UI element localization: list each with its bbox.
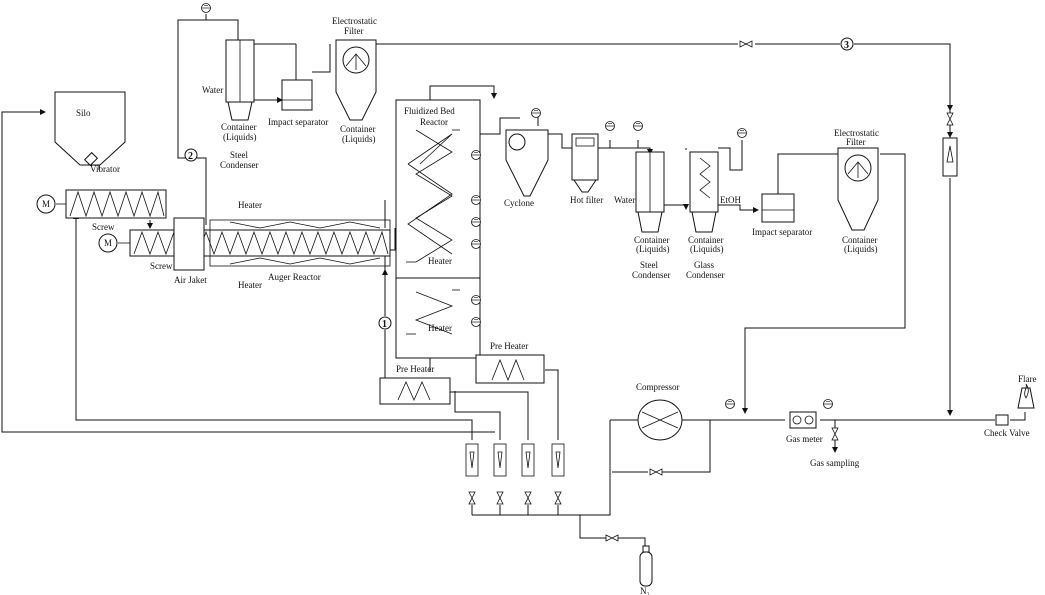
container-top-1b: (Liquids) xyxy=(223,132,257,142)
silo xyxy=(54,91,126,167)
container-top-2a: Container xyxy=(340,124,376,134)
fb-label-1: Fluidized Bed xyxy=(404,106,455,116)
container-steel-b: (Liquids) xyxy=(636,244,670,254)
container-top-1a: Container xyxy=(221,122,257,132)
condenser-label-top: Condenser xyxy=(220,160,259,170)
hot-filter xyxy=(571,121,643,193)
check-valve-label: Check Valve xyxy=(984,428,1030,438)
impact-sep-label-top: Impact separator xyxy=(268,117,328,127)
rotameters xyxy=(465,443,619,542)
container-right-a: Container xyxy=(842,235,878,245)
es-label-right-1: Electrostatic xyxy=(834,128,879,138)
heater-label-top: Heater xyxy=(238,200,262,210)
glass-condenser xyxy=(689,128,747,233)
fb-heater-2: Heater xyxy=(428,323,452,333)
motor-label-2: M xyxy=(104,238,112,248)
hot-filter-label: Hot filter xyxy=(570,195,603,205)
steel-label-top: Steel xyxy=(230,150,248,160)
flare xyxy=(995,383,1035,426)
steel-condenser-right xyxy=(635,151,665,233)
etoh-label: EtOH xyxy=(720,195,741,205)
silo-label: Silo xyxy=(76,108,91,118)
es-label-top-2: Filter xyxy=(344,26,364,36)
fluidized-bed-reactor xyxy=(395,99,481,359)
water-label-1: Water xyxy=(202,85,223,95)
container-right-b: (Liquids) xyxy=(844,244,878,254)
stream-2-label: 2 xyxy=(188,151,193,162)
fb-label-2: Reactor xyxy=(420,117,448,127)
screw-label-2: Screw xyxy=(150,261,173,271)
nitrogen-label: N₂ xyxy=(640,586,650,595)
piping xyxy=(1,14,1026,548)
stream-markers xyxy=(184,37,854,330)
gas-meter-label: Gas meter xyxy=(786,434,823,444)
compressor-label: Compressor xyxy=(636,382,680,392)
fb-heater-1: Heater xyxy=(428,256,452,266)
stream-3-label: 3 xyxy=(844,40,849,51)
flow-meter-right xyxy=(739,40,958,177)
stream-labels: 1 2 3 xyxy=(188,40,849,330)
motor-label-1: M xyxy=(42,199,50,209)
feed-screw xyxy=(36,189,167,219)
glass-label: Glass xyxy=(694,260,714,270)
steel-label-right: Steel xyxy=(640,260,658,270)
flare-label: Flare xyxy=(1018,374,1037,384)
container-glass-a: Container xyxy=(688,235,724,245)
water-label-2: Water xyxy=(614,195,635,205)
air-jacket-label: Air Jaket xyxy=(174,275,207,285)
gas-sampling-label: Gas sampling xyxy=(810,458,860,468)
pre-heater-label-1: Pre Heater xyxy=(396,364,434,374)
screw-label-1: Screw xyxy=(92,222,115,232)
condenser-label-right-2: Condenser xyxy=(686,270,725,280)
compressor xyxy=(637,399,683,476)
cyclone xyxy=(505,108,549,197)
container-top-2b: (Liquids) xyxy=(342,134,376,144)
es-label-right-2: Filter xyxy=(846,137,866,147)
electrostatic-filter-top xyxy=(335,39,377,121)
impact-sep-label-right: Impact separator xyxy=(752,227,812,237)
auger-reactor-label: Auger Reactor xyxy=(268,272,321,282)
condenser-label-right-1: Condenser xyxy=(632,270,671,280)
labels: Silo Vibrator M M Screw Screw Air Jaket … xyxy=(42,16,1037,595)
heater-label-bottom: Heater xyxy=(238,280,262,290)
vibrator-label: Vibrator xyxy=(90,164,120,174)
pre-heater-label-2: Pre Heater xyxy=(490,341,528,351)
es-label-top-1: Electrostatic xyxy=(332,16,377,26)
auger-screw xyxy=(98,217,391,271)
pre-heaters xyxy=(379,354,545,405)
steel-condenser-top xyxy=(201,3,313,121)
electrostatic-filter-right xyxy=(837,147,879,231)
container-steel-a: Container xyxy=(634,235,670,245)
impact-separator-right xyxy=(761,193,795,223)
container-glass-b: (Liquids) xyxy=(690,244,724,254)
nitrogen-cylinder xyxy=(639,545,653,587)
gas-meter xyxy=(725,399,839,441)
stream-1-label: 1 xyxy=(382,319,387,330)
cyclone-label: Cyclone xyxy=(504,198,534,208)
